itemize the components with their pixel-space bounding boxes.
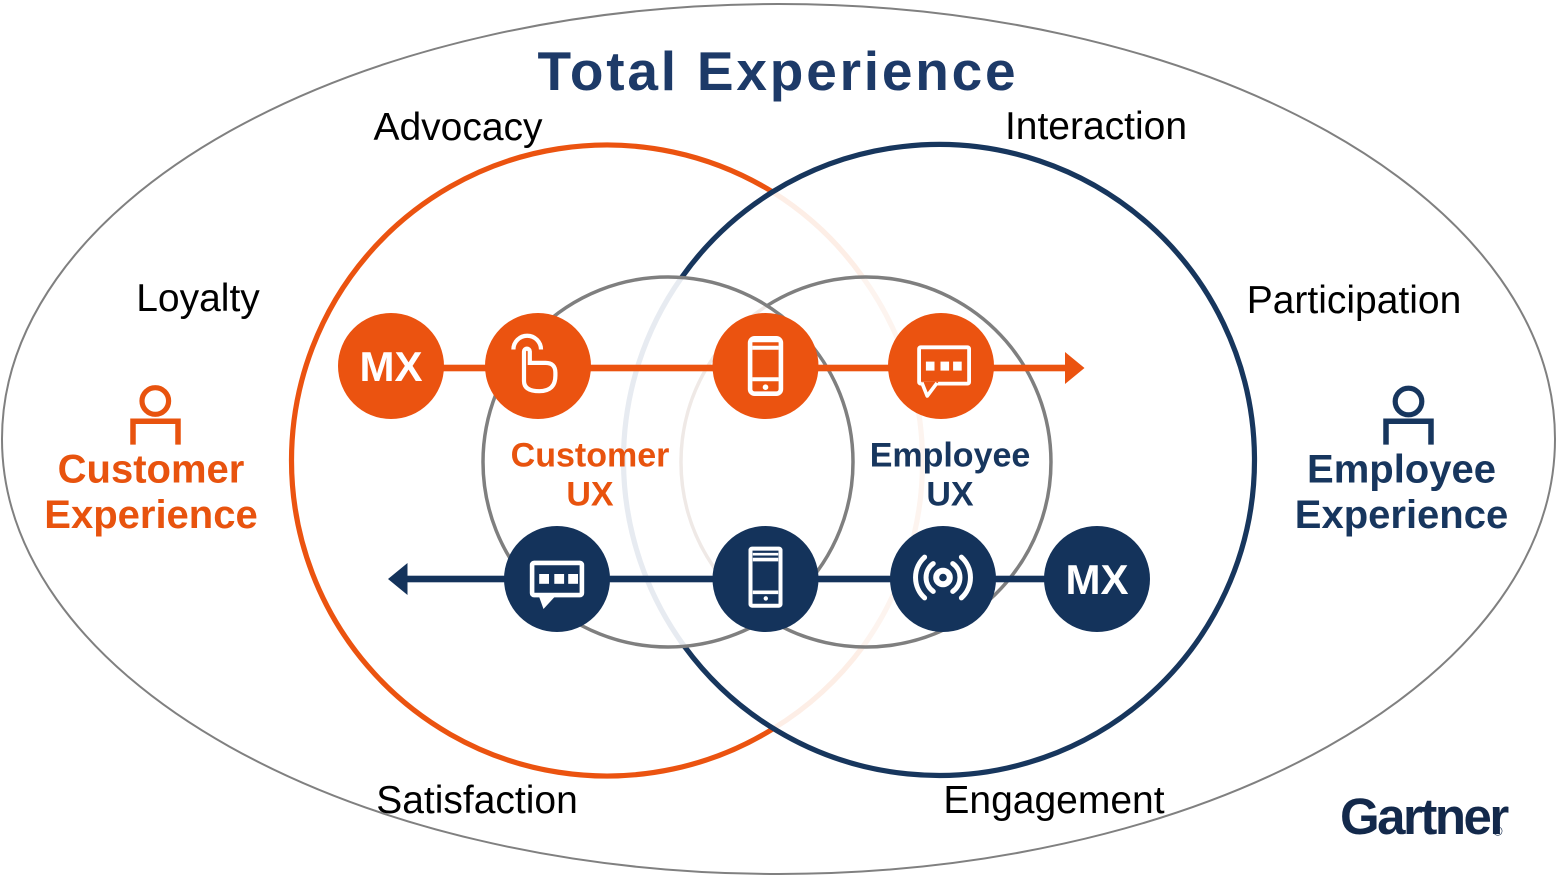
- svg-text:Employee: Employee: [1307, 447, 1496, 491]
- svg-text:Participation: Participation: [1247, 279, 1462, 322]
- svg-text:UX: UX: [926, 476, 974, 514]
- svg-text:Customer: Customer: [511, 437, 670, 475]
- svg-text:Advocacy: Advocacy: [373, 106, 543, 149]
- svg-text:Gartner: Gartner: [1340, 788, 1509, 845]
- svg-text:Experience: Experience: [1295, 493, 1508, 537]
- svg-text:Customer: Customer: [58, 447, 245, 491]
- svg-text:Employee: Employee: [870, 437, 1031, 475]
- svg-text:MX: MX: [1066, 556, 1129, 603]
- svg-text:Engagement: Engagement: [943, 779, 1164, 822]
- svg-text:Loyalty: Loyalty: [136, 277, 260, 320]
- svg-text:Interaction: Interaction: [1005, 105, 1187, 148]
- svg-text:®: ®: [1493, 824, 1503, 839]
- svg-text:Total Experience: Total Experience: [538, 40, 1019, 102]
- svg-text:MX: MX: [360, 343, 423, 390]
- svg-text:Experience: Experience: [44, 493, 257, 537]
- svg-text:UX: UX: [566, 476, 614, 514]
- svg-text:Satisfaction: Satisfaction: [376, 779, 578, 822]
